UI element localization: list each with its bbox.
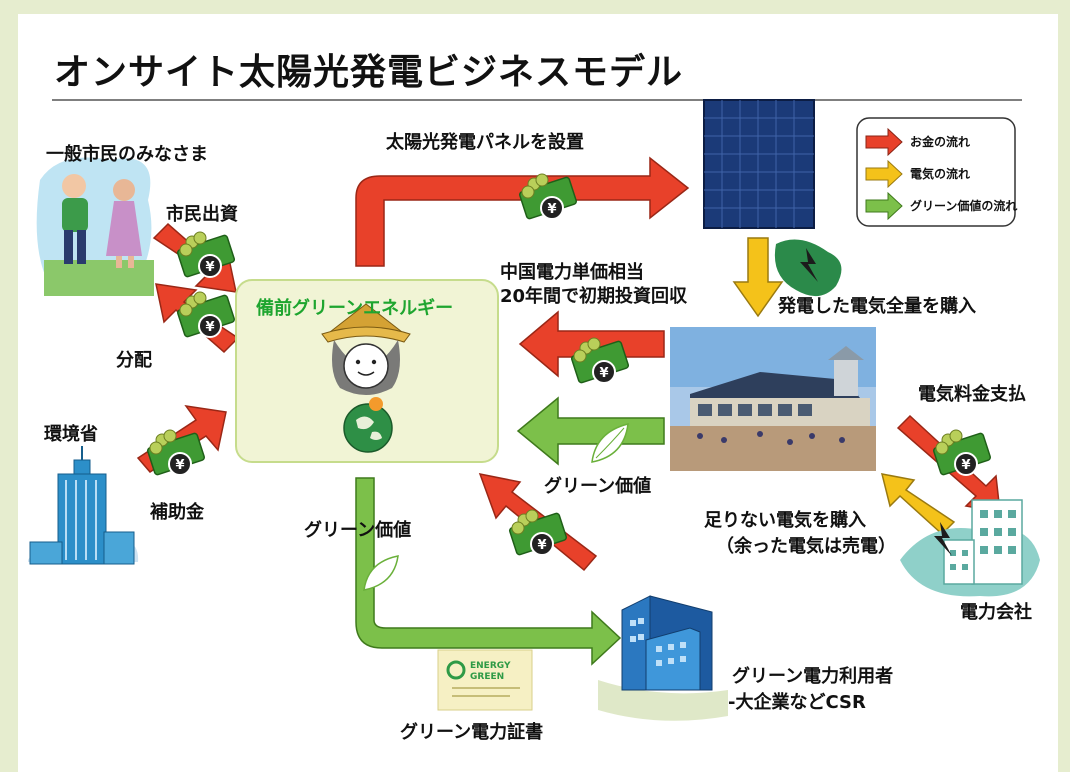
arrow-generated-power xyxy=(732,237,784,318)
school-photo xyxy=(670,327,876,471)
legend-money-label: お金の流れ xyxy=(910,135,971,149)
citizens-label: 一般市民のみなさま xyxy=(46,144,208,165)
legend-electricity-arrow xyxy=(865,159,903,189)
legend-money-arrow xyxy=(865,127,903,157)
citizen-investment-label: 市民出資 xyxy=(166,204,238,225)
ministry-building-illustration xyxy=(28,446,139,565)
buy-shortfall-line2: （余った電気は売電） xyxy=(716,536,896,557)
green-value-right-label: グリーン価値 xyxy=(544,476,652,497)
utility-building-illustration xyxy=(900,499,1040,597)
buy-all-power-label: 発電した電気全量を購入 xyxy=(778,296,976,317)
buy-shortfall-line1: 足りない電気を購入 xyxy=(704,510,866,531)
install-panels-label: 太陽光発電パネルを設置 xyxy=(386,132,584,153)
citizens-illustration xyxy=(36,157,154,296)
certificate-logo-line1: ENERGY xyxy=(470,661,511,671)
legend xyxy=(856,117,1016,227)
recovery-label-line1: 中国電力単価相当 xyxy=(500,262,644,283)
arrow-install-panels xyxy=(355,156,690,267)
certificate-logo-line2: GREEN xyxy=(470,672,505,682)
green-value-down-label: グリーン価値 xyxy=(304,520,412,541)
green-user-label-line2: -大企業などCSR xyxy=(728,692,866,713)
leaf-icon xyxy=(363,555,399,591)
arrow-shortfall-power xyxy=(880,473,956,536)
subsidy-label: 補助金 xyxy=(150,502,204,523)
certificate-label: グリーン電力証書 xyxy=(400,722,544,743)
power-fee-label: 電気料金支払 xyxy=(918,384,1026,405)
legend-green-label: グリーン価値の流れ xyxy=(910,199,1018,213)
ministry-label: 環境省 xyxy=(44,424,98,445)
hub-mascot xyxy=(321,303,411,453)
arrow-green-value-to-hub xyxy=(516,396,665,466)
distribution-label: 分配 xyxy=(116,350,152,371)
recovery-label-line2: 20年間で初期投資回収 xyxy=(500,286,688,307)
legend-electricity-label: 電気の流れ xyxy=(910,167,971,181)
green-user-label-line1: グリーン電力利用者 xyxy=(732,666,894,687)
arrow-green-value-to-users xyxy=(355,477,622,666)
legend-green-arrow xyxy=(865,191,903,221)
power-bolt-icon xyxy=(774,239,842,297)
hub-name: 備前グリーンエネルギー xyxy=(256,298,454,319)
page-title: オンサイト太陽光発電ビジネスモデル xyxy=(54,52,684,93)
utility-label: 電力会社 xyxy=(960,602,1032,623)
corporate-buildings-illustration xyxy=(598,595,728,721)
solar-panel xyxy=(703,99,815,229)
green-certificate-illustration xyxy=(437,649,533,711)
